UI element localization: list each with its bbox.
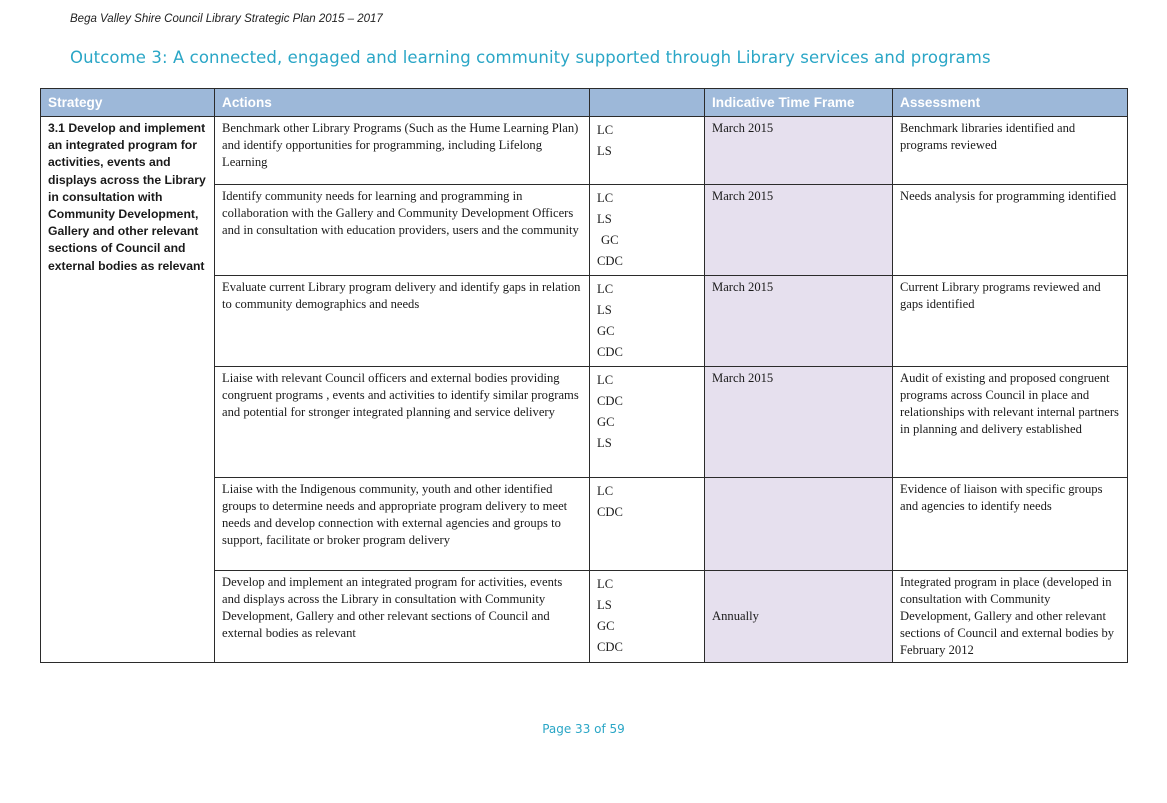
- assessment-cell: Evidence of liaison with specific groups…: [892, 477, 1128, 571]
- action-cell: Develop and implement an integrated prog…: [214, 570, 590, 663]
- strategy-table: Strategy Actions Indicative Time Frame A…: [40, 88, 1128, 663]
- header-actions: Actions: [214, 88, 590, 117]
- responsibility-code: LS: [597, 436, 612, 450]
- action-cell: Liaise with relevant Council officers an…: [214, 366, 590, 478]
- table-row: Identify community needs for learning an…: [41, 184, 1128, 276]
- responsibility-code: CDC: [597, 394, 623, 408]
- responsibility-code: GC: [597, 415, 615, 429]
- responsibility-code: LC: [597, 373, 614, 387]
- responsibility-cell: LC LS: [589, 116, 705, 185]
- page-number: Page 33 of 59: [542, 722, 625, 736]
- responsibility-cell: LC CDC: [589, 477, 705, 571]
- responsibility-code: LC: [597, 282, 614, 296]
- running-header: Bega Valley Shire Council Library Strate…: [70, 13, 383, 25]
- responsibility-cell: LC CDC GC LS: [589, 366, 705, 478]
- responsibility-code: GC: [597, 324, 615, 338]
- table-row: Develop and implement an integrated prog…: [41, 570, 1128, 663]
- responsibility-code: LC: [597, 191, 614, 205]
- action-cell: Liaise with the Indigenous community, yo…: [214, 477, 590, 571]
- timeframe-cell: March 2015: [704, 184, 893, 276]
- action-cell: Identify community needs for learning an…: [214, 184, 590, 276]
- timeframe-cell: March 2015: [704, 116, 893, 185]
- responsibility-code: CDC: [597, 345, 623, 359]
- responsibility-code: GC: [597, 619, 615, 633]
- timeframe-cell: [704, 477, 893, 571]
- header-responsibility: [589, 88, 705, 117]
- header-timeframe: Indicative Time Frame: [704, 88, 893, 117]
- strategy-cell: 3.1 Develop and implement an integrated …: [40, 116, 215, 663]
- responsibility-cell: LC LS GC CDC: [589, 570, 705, 663]
- responsibility-code: LS: [597, 144, 612, 158]
- responsibility-cell: LC LS GC CDC: [589, 275, 705, 367]
- assessment-cell: Needs analysis for programming identifie…: [892, 184, 1128, 276]
- assessment-cell: Audit of existing and proposed congruent…: [892, 366, 1128, 478]
- responsibility-code: CDC: [597, 254, 623, 268]
- responsibility-code: LC: [597, 484, 614, 498]
- table-row: Liaise with relevant Council officers an…: [41, 366, 1128, 478]
- responsibility-code: LS: [597, 303, 612, 317]
- responsibility-code: CDC: [597, 505, 623, 519]
- action-cell: Evaluate current Library program deliver…: [214, 275, 590, 367]
- table-header-row: Strategy Actions Indicative Time Frame A…: [40, 88, 1128, 117]
- outcome-title: Outcome 3: A connected, engaged and lear…: [70, 48, 991, 67]
- assessment-cell: Integrated program in place (developed i…: [892, 570, 1128, 663]
- responsibility-code: CDC: [597, 640, 623, 654]
- responsibility-cell: LC LS GC CDC: [589, 184, 705, 276]
- table-row: 3.1 Develop and implement an integrated …: [40, 116, 1128, 663]
- responsibility-code: LC: [597, 123, 614, 137]
- responsibility-code: LC: [597, 577, 614, 591]
- assessment-cell: Current Library programs reviewed and ga…: [892, 275, 1128, 367]
- responsibility-code: LS: [597, 598, 612, 612]
- timeframe-cell: March 2015: [704, 275, 893, 367]
- table-row: Evaluate current Library program deliver…: [41, 275, 1128, 367]
- action-cell: Benchmark other Library Programs (Such a…: [214, 116, 590, 185]
- responsibility-code: LS: [597, 212, 612, 226]
- responsibility-code: GC: [601, 233, 619, 247]
- header-strategy: Strategy: [40, 88, 215, 117]
- header-assessment: Assessment: [892, 88, 1128, 117]
- timeframe-cell: Annually: [704, 570, 893, 663]
- timeframe-cell: March 2015: [704, 366, 893, 478]
- assessment-cell: Benchmark libraries identified and progr…: [892, 116, 1128, 185]
